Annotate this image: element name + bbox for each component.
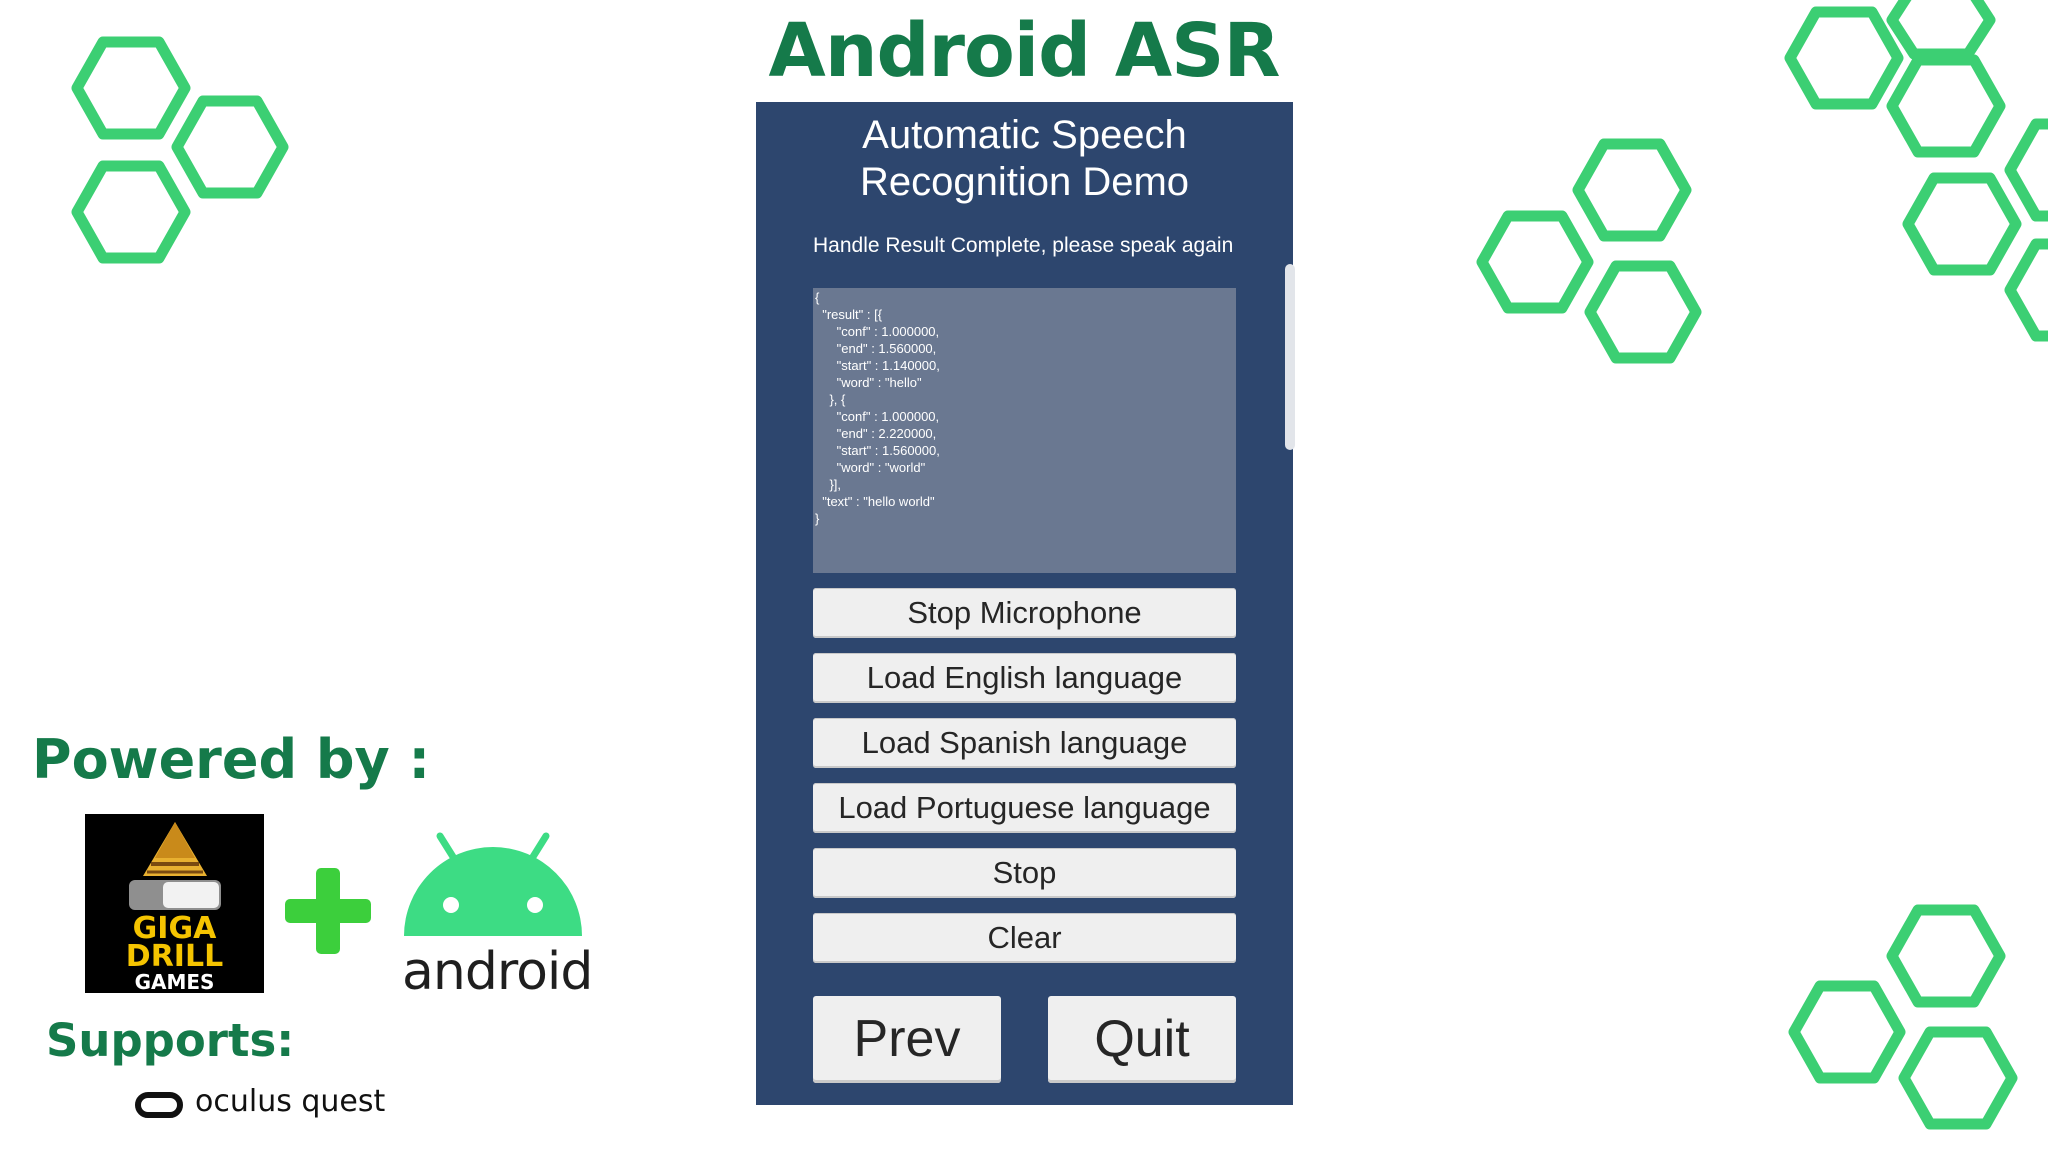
hexagon-cluster-mid-right	[1476, 138, 1702, 364]
android-wordmark: android	[402, 942, 593, 1002]
hexagon-icon	[1572, 138, 1692, 242]
stop-button[interactable]: Stop	[813, 848, 1236, 898]
hexagon-icon	[2004, 118, 2048, 222]
hexagon-icon	[1784, 6, 1904, 110]
hexagon-icon	[1584, 260, 1702, 364]
hexagon-icon	[71, 36, 191, 140]
android-head-icon	[404, 832, 582, 936]
scrollbar-handle[interactable]	[1285, 264, 1295, 450]
hexagon-icon	[1476, 210, 1594, 314]
hexagon-icon	[71, 160, 191, 264]
oculus-goggles-icon	[135, 1092, 183, 1118]
load-spanish-button[interactable]: Load Spanish language	[813, 718, 1236, 768]
hexagon-cluster-bottom-right	[1788, 904, 2018, 1130]
supports-heading: Supports:	[46, 1014, 295, 1067]
powered-by-heading: Powered by :	[32, 728, 431, 791]
hexagon-icon	[1788, 980, 1906, 1084]
hexagon-icon	[1886, 904, 2006, 1008]
oculus-quest-label: oculus quest	[195, 1084, 386, 1119]
page-title: Android ASR	[768, 8, 1281, 94]
logo-drill-text: DRILL	[125, 939, 224, 974]
app-title: Automatic Speech Recognition Demo	[756, 112, 1293, 206]
hexagon-icon	[1886, 0, 1996, 60]
hexagon-icon	[1886, 54, 2006, 158]
logo-giga-text: GIGA	[132, 911, 217, 946]
load-portuguese-button[interactable]: Load Portuguese language	[813, 783, 1236, 833]
hexagon-cluster-top-left	[71, 36, 289, 264]
hexagon-cluster-top-right	[1784, 0, 2048, 342]
clear-button[interactable]: Clear	[813, 913, 1236, 963]
giga-drill-games-logo: GIGA DRILL GAMES	[85, 814, 264, 993]
app-title-line-1: Automatic Speech	[862, 113, 1187, 157]
quit-button[interactable]: Quit	[1048, 996, 1236, 1083]
load-english-button[interactable]: Load English language	[813, 653, 1236, 703]
logo-games-text: GAMES	[134, 970, 215, 994]
hexagon-icon	[2004, 238, 2048, 342]
hexagon-icon	[171, 95, 289, 199]
stop-microphone-button[interactable]: Stop Microphone	[813, 588, 1236, 638]
app-title-line-2: Recognition Demo	[859, 160, 1190, 204]
status-message: Handle Result Complete, please speak aga…	[813, 234, 1234, 257]
plus-icon	[285, 868, 371, 954]
hexagon-icon	[1898, 1026, 2018, 1130]
prev-button[interactable]: Prev	[813, 996, 1001, 1083]
hexagon-icon	[1902, 172, 2022, 276]
result-output-box[interactable]: { "result" : [{ "conf" : 1.000000, "end"…	[813, 288, 1236, 573]
drill-icon	[129, 822, 221, 910]
asr-demo-app-panel: Automatic Speech Recognition Demo Handle…	[756, 102, 1293, 1105]
result-json-text: { "result" : [{ "conf" : 1.000000, "end"…	[815, 290, 940, 526]
